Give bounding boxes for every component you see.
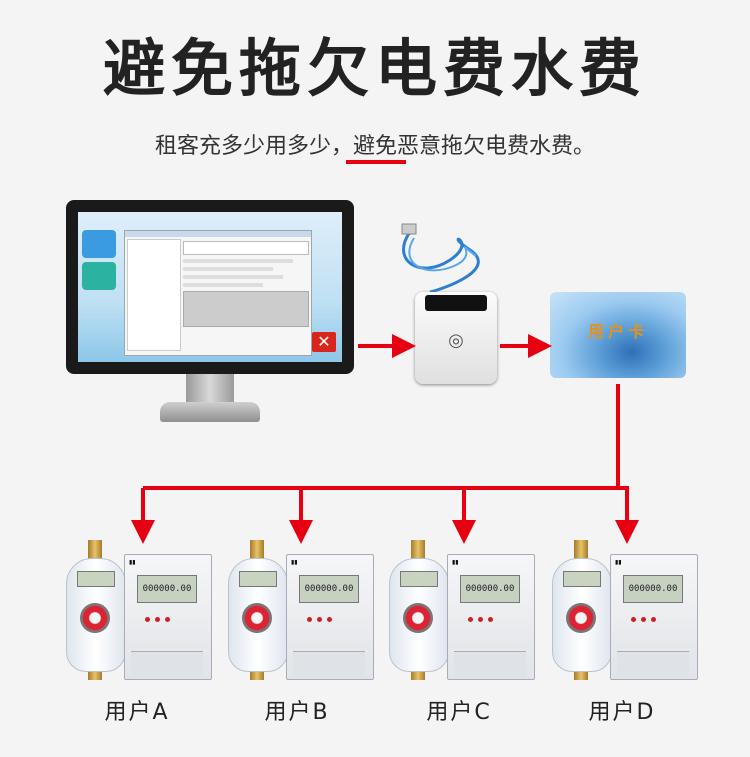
highlight-underline [346,160,406,164]
water-meter-lcd [239,571,277,587]
electric-meter-display: 000000.00 [299,575,359,603]
meter-set-c: ▮▮ 000000.00 [389,540,539,680]
meter-brand-logo: ▮▮ [129,559,136,566]
close-icon: ✕ [312,332,336,352]
pipe-top [250,540,264,560]
electric-meter: ▮▮ 000000.00 [124,554,212,680]
subtitle: 租客充多少用多少，避免恶意拖欠电费水费。 [0,128,750,160]
meter-terminal [131,651,203,678]
pipe-top [411,540,425,560]
app-icon [82,230,116,258]
meter-leds [468,607,512,622]
water-meter-dial [80,603,110,633]
rfid-icon: ◎ [448,330,464,351]
water-meter-dial [403,603,433,633]
water-meter-dial [566,603,596,633]
form-row [183,283,263,287]
meter-brand-logo: ▮▮ [291,559,298,566]
user-label-b: 用户B [264,700,330,725]
monitor-neck [186,374,234,404]
meter-leds [307,607,351,622]
water-meter [228,558,288,672]
form-row [183,275,283,279]
form-row [183,259,293,263]
tree-panel [127,239,181,351]
window-titlebar [125,231,311,237]
meter-set-d: ▮▮ 000000.00 [552,540,702,680]
electric-meter: ▮▮ 000000.00 [447,554,535,680]
monitor-screen: ✕ [78,212,342,362]
water-meter-dial [242,603,272,633]
water-meter-lcd [563,571,601,587]
meter-leds [631,607,675,622]
meter-set-b: ▮▮ 000000.00 [228,540,378,680]
user-label-d: 用户D [588,700,656,725]
page-title: 避免拖欠电费水费 [102,32,647,105]
form-row [183,267,273,271]
electric-meter-display: 000000.00 [623,575,683,603]
pipe-top [88,540,102,560]
user-card [550,292,686,378]
subtitle-highlight: 避免恶意拖欠电费水费。 [353,134,596,159]
user-card-label: 用户卡 [587,322,648,341]
meter-brand-logo: ▮▮ [615,559,622,566]
electric-meter: ▮▮ 000000.00 [610,554,698,680]
meter-terminal [617,651,689,678]
usb-cable [401,223,480,294]
meter-terminal [454,651,526,678]
water-meter [552,558,612,672]
management-software-window [124,230,312,356]
subtitle-plain: 租客充多少用多少， [154,134,353,159]
electric-meter-display: 000000.00 [460,575,520,603]
app-icon [82,262,116,290]
records-panel [183,291,309,327]
meter-terminal [293,651,365,678]
monitor-base [160,402,260,422]
reader-display [425,295,487,311]
electric-meter: ▮▮ 000000.00 [286,554,374,680]
form-panel [183,241,309,255]
water-meter [389,558,449,672]
water-meter [66,558,126,672]
user-label-c: 用户C [426,700,492,725]
meter-brand-logo: ▮▮ [452,559,459,566]
meter-set-a: ▮▮ 000000.00 [66,540,216,680]
water-meter-lcd [400,571,438,587]
user-label-a: 用户A [104,700,170,725]
pipe-top [574,540,588,560]
electric-meter-display: 000000.00 [137,575,197,603]
water-meter-lcd [77,571,115,587]
meter-leds [145,607,189,622]
